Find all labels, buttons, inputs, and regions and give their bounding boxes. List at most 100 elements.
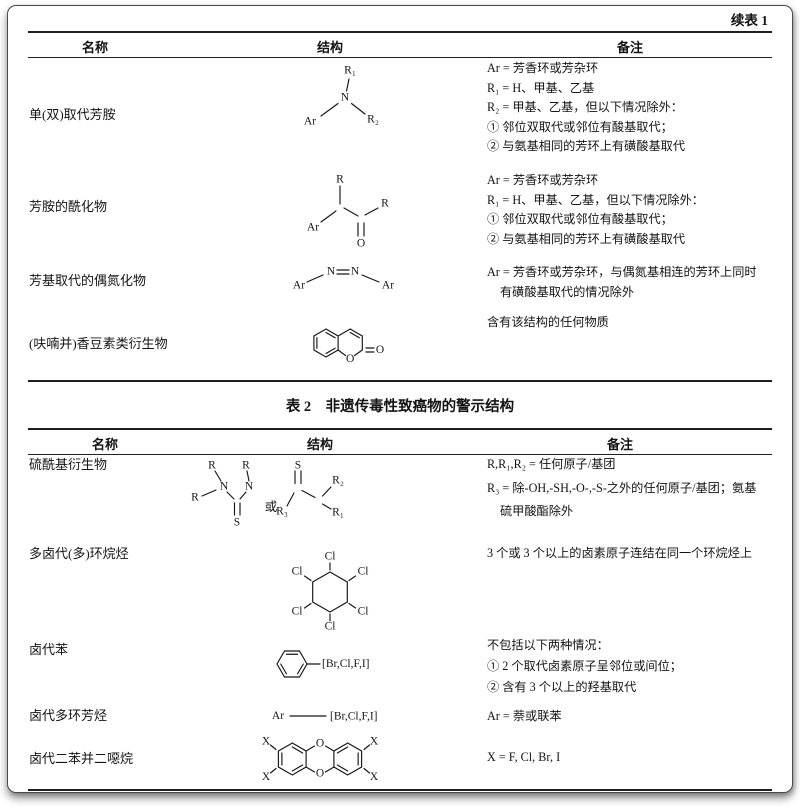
table1-header-name: 名称	[81, 40, 109, 55]
atom-label-r: R	[208, 460, 216, 472]
atom-label-cl: Cl	[325, 551, 336, 563]
atom-label-cl: Cl	[292, 606, 303, 618]
note-line: X = F, Cl, Br, I	[487, 750, 561, 764]
atom-label-cl: Cl	[325, 621, 336, 633]
atom-label-r1: R₁	[344, 65, 356, 77]
atom-label-ar: Ar	[304, 116, 316, 128]
note-line: R,R₁,R₂ = 任何原子/基团	[487, 457, 616, 471]
atom-label-ar: Ar	[293, 280, 305, 292]
table1-header-rule	[28, 57, 772, 58]
atom-label-r1: R₁	[332, 507, 344, 519]
acylated-arylamine-structure-diagram: R Ar O R	[307, 174, 389, 250]
atom-label-n: N	[220, 481, 229, 493]
continued-table-label: 续表 1	[730, 13, 768, 28]
table1-row3-name: 芳基取代的偶氮化物	[29, 273, 147, 288]
note-line: Ar = 芳香环或芳杂环	[487, 61, 599, 75]
atom-label-o: O	[316, 768, 324, 780]
table2-row5-notes: X = F, Cl, Br, I	[487, 748, 560, 768]
table2-row2-notes: 3 个或 3 个以上的卤素原子连结在同一个环烷烃上	[487, 544, 752, 564]
table1-row1-name: 单(双)取代芳胺	[29, 107, 116, 122]
atom-label-n: N	[341, 92, 350, 104]
table1-top-rule	[28, 31, 772, 33]
atom-label-n: N	[327, 266, 336, 278]
or-separator-label: 或	[265, 500, 278, 514]
dibenzodioxin-structure-diagram: O O X X X X	[262, 736, 379, 784]
halobenzene-structure-diagram: [Br,Cl,F,I]	[276, 650, 370, 678]
table1-bottom-rule	[28, 380, 772, 382]
note-line: Ar = 萘或联苯	[487, 709, 562, 723]
coumarin-structure-diagram: O O	[313, 328, 384, 365]
azo-structure-diagram: Ar N N Ar	[293, 266, 394, 292]
arylamine-structure-diagram: R₁ N Ar R₂	[304, 65, 379, 128]
atom-label-cl: Cl	[358, 566, 369, 578]
atom-label-s: S	[295, 460, 301, 472]
page-border-frame	[7, 5, 793, 793]
table2-row2-name: 多卤代(多)环烷烃	[29, 546, 129, 561]
table1-row1-notes: Ar = 芳香环或芳杂环 R₁ = H、甲基、乙基 R₂ = 甲基、乙基，但以下…	[487, 59, 685, 157]
atom-label-ar: Ar	[272, 710, 284, 722]
note-line: 有磺酸基取代的情况除外	[500, 284, 635, 299]
atom-label-x: X	[262, 771, 271, 783]
polyhalo-cycloalkane-structure-diagram: Cl Cl Cl Cl Cl Cl	[292, 551, 369, 633]
note-line: R₃ = 除-OH,-SH,-O-,-S-之外的任何原子/基团；氨基	[487, 480, 757, 495]
note-line: ② 与氨基相同的芳环上有磺酸基取代	[487, 139, 686, 153]
atom-label-cl: Cl	[292, 566, 303, 578]
table1-row4-name: (呋喃并)香豆素类衍生物	[29, 336, 168, 351]
table1-header-structure: 结构	[316, 40, 344, 55]
atom-label-r: R	[191, 492, 199, 504]
note-line: ① 邻位双取代或邻位有酸基取代；	[487, 212, 673, 226]
note-line: R₁ = H、甲基、乙基，但以下情况除外：	[487, 192, 704, 207]
table1-row4-notes: 含有该结构的任何物质	[487, 313, 609, 333]
note-line: 3 个或 3 个以上的卤素原子连结在同一个环烷烃上	[487, 546, 753, 560]
note-line: 硫甲酸酯除外	[500, 504, 574, 518]
note-line: ① 2 个取代卤素原子呈邻位或间位；	[487, 659, 682, 673]
table2-row1-name: 硫酰基衍生物	[29, 457, 108, 472]
atom-label-x: X	[370, 771, 379, 783]
table2-header-notes: 备注	[606, 437, 634, 452]
note-line: R₂ = 甲基、乙基，但以下情况除外：	[487, 100, 683, 114]
atom-label-ar: Ar	[382, 280, 394, 292]
atom-label-r3: R₃	[276, 506, 288, 518]
atom-label-n: N	[351, 266, 360, 278]
atom-label-r2: R₂	[332, 475, 344, 487]
note-line: R₁ = H、甲基、乙基	[487, 80, 595, 95]
note-line: Ar = 芳香环或芳杂环	[487, 173, 599, 187]
atom-label-r: R	[381, 198, 389, 210]
table2-header-name: 名称	[91, 437, 119, 452]
table2-row4-notes: Ar = 萘或联苯	[487, 707, 562, 727]
atom-label-o: O	[357, 238, 365, 250]
atom-label-n: N	[245, 481, 254, 493]
note-line: ① 邻位双取代或邻位有酸基取代；	[487, 119, 673, 134]
thiocarbonyl-structure-diagram: R R R N N S 或 S R₃ R₂ R₁	[191, 460, 344, 529]
atom-label-ar: Ar	[307, 222, 319, 234]
table2-row1-notes: R,R₁,R₂ = 任何原子/基团 R₃ = 除-OH,-SH,-O-,-S-之…	[487, 453, 756, 524]
note-line: ② 与氨基相同的芳环上有磺酸基取代	[487, 231, 686, 246]
table2-title: 表 2 非遗传毒性致癌物的警示结构	[285, 399, 515, 415]
atom-label-keto-o: O	[376, 344, 384, 356]
halo-pah-structure-diagram: Ar [Br,Cl,F,I]	[272, 710, 378, 723]
atom-label-ring-o: O	[346, 353, 354, 365]
atom-label-cl: Cl	[358, 606, 369, 618]
atom-label-r2: R₂	[367, 114, 379, 126]
table2-row4-name: 卤代多环芳烃	[29, 708, 108, 723]
atom-label-r: R	[242, 460, 250, 472]
note-line: ② 含有 3 个以上的羟基取代	[487, 680, 637, 694]
table1-row2-name: 芳胺的酰化物	[29, 199, 108, 214]
note-line: 含有该结构的任何物质	[487, 315, 609, 329]
note-line: Ar = 芳香环或芳杂环，与偶氮基相连的芳环上同时	[487, 265, 757, 279]
table2-bottom-rule	[28, 789, 772, 791]
atom-label-x: X	[370, 736, 379, 748]
atom-label-o: O	[316, 738, 324, 750]
halogen-list-label: [Br,Cl,F,I]	[330, 711, 378, 723]
table1-row3-notes: Ar = 芳香环或芳杂环，与偶氮基相连的芳环上同时 有磺酸基取代的情况除外	[487, 263, 757, 302]
atom-label-x: X	[262, 736, 271, 748]
table1-row2-notes: Ar = 芳香环或芳杂环 R₁ = H、甲基、乙基，但以下情况除外： ① 邻位双…	[487, 171, 704, 249]
table2-header-rule	[28, 454, 772, 455]
note-line: 不包括以下两种情况：	[487, 638, 609, 652]
table2-top-rule	[28, 428, 772, 430]
table2-header-structure: 结构	[306, 437, 334, 452]
halogen-list-label: [Br,Cl,F,I]	[322, 658, 370, 670]
table1-header-notes: 备注	[616, 40, 644, 55]
table2-row3-notes: 不包括以下两种情况： ① 2 个取代卤素原子呈邻位或间位； ② 含有 3 个以上…	[487, 635, 682, 698]
